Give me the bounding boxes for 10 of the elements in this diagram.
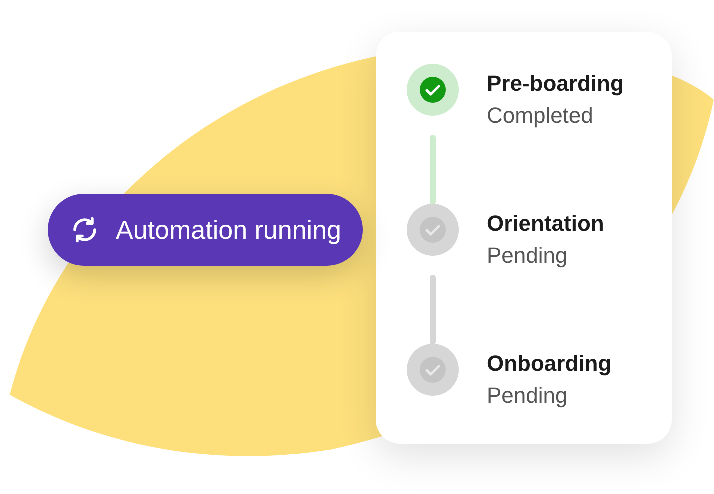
step-status: Pending [487,242,569,270]
steps-card [376,32,672,444]
connector-line [430,275,436,345]
step-status: Pending [487,382,569,410]
step-status: Completed [487,102,594,130]
connector-line [430,135,436,205]
step-title: Onboarding [487,350,612,378]
pill-label: Automation running [116,214,342,246]
step-title: Orientation [487,210,604,238]
step-title: Pre-boarding [487,70,624,98]
